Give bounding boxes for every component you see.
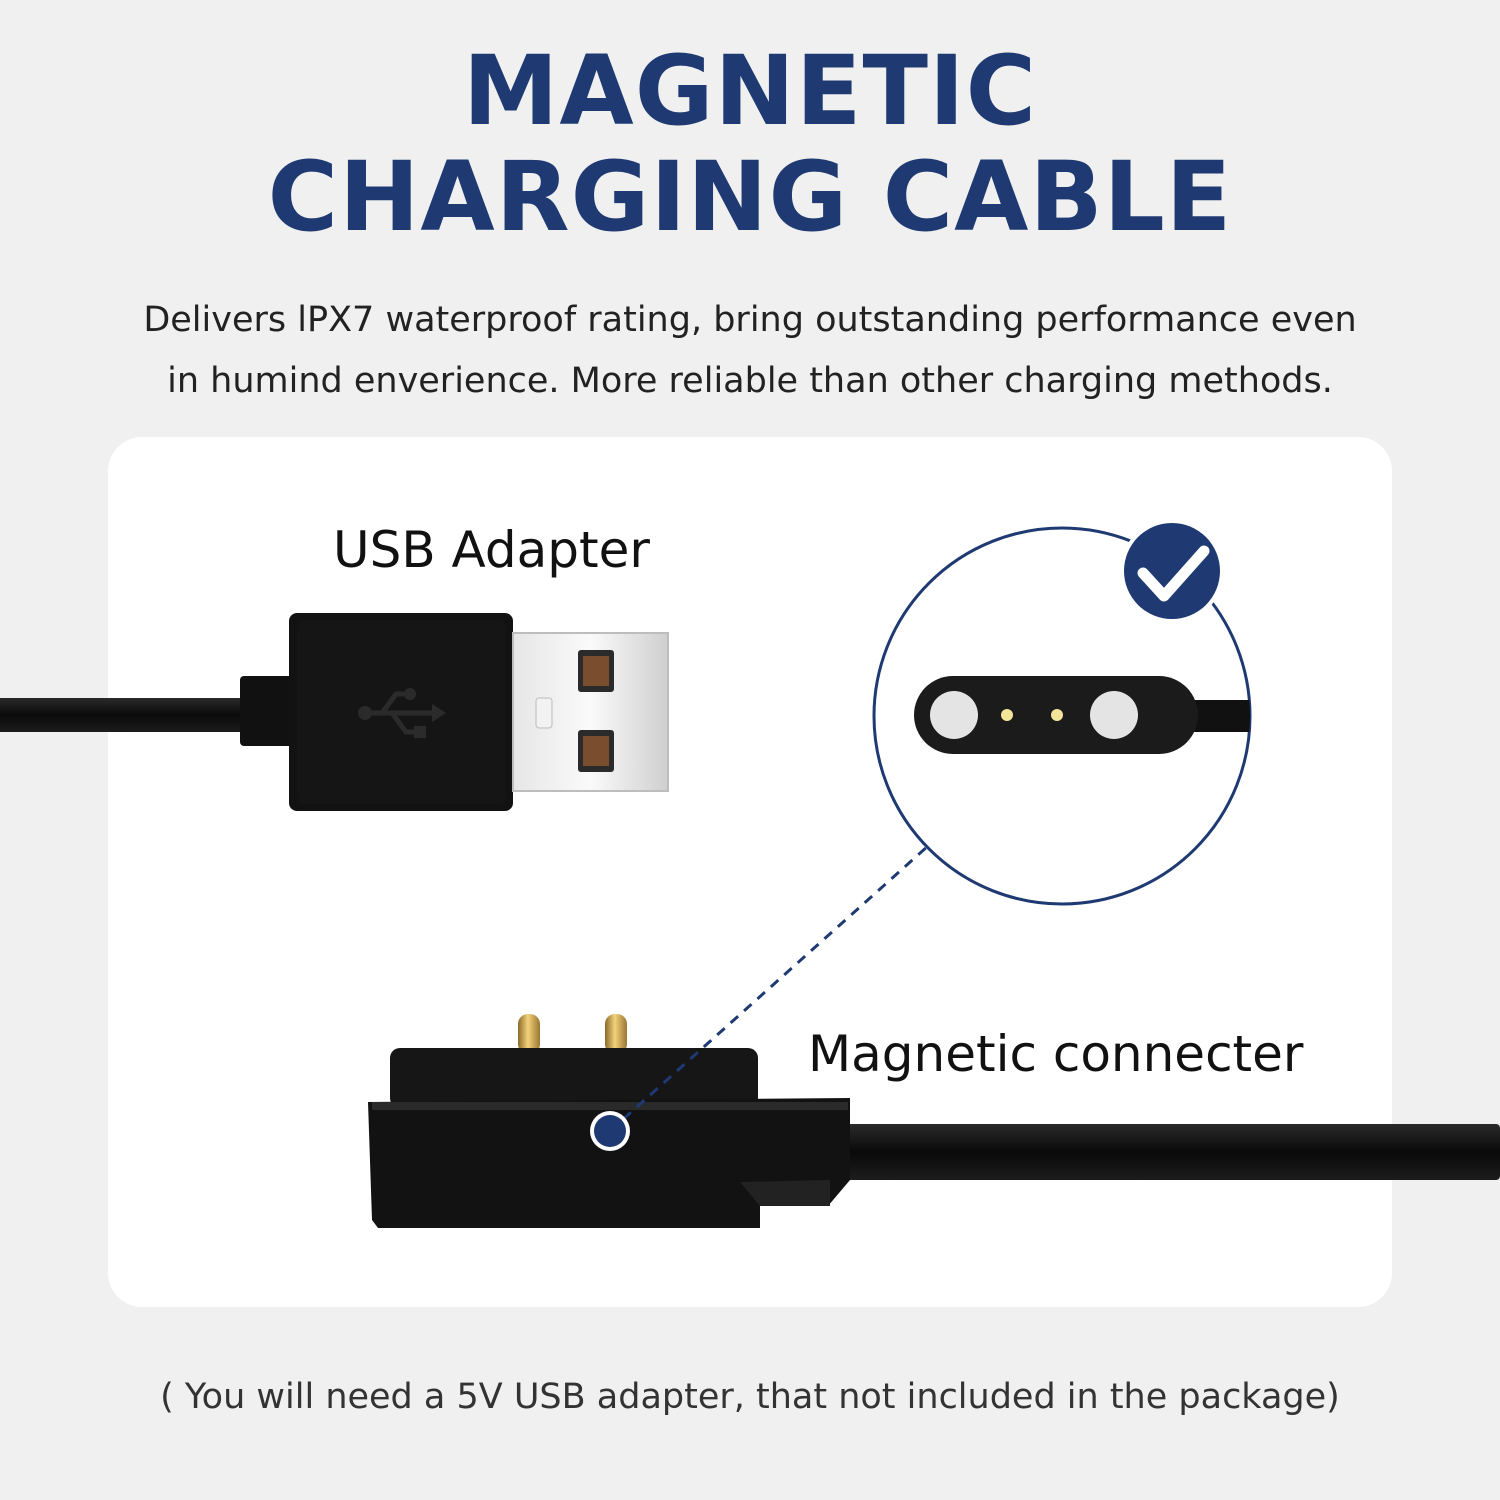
page-title: MAGNETIC CHARGING CABLE bbox=[0, 38, 1500, 250]
usb-adapter-label: USB Adapter bbox=[333, 521, 650, 579]
title-line-1: MAGNETIC bbox=[462, 35, 1038, 147]
package-note: ( You will need a 5V USB adapter, that n… bbox=[160, 1377, 1340, 1417]
callout-dot-icon bbox=[590, 1111, 630, 1151]
connector-zoom-view bbox=[872, 526, 1252, 906]
usb-cable bbox=[0, 676, 296, 746]
usb-trident-icon bbox=[358, 688, 446, 738]
usb-plug bbox=[289, 613, 669, 811]
magnetic-connecter-label: Magnetic connecter bbox=[808, 1025, 1304, 1083]
title-line-2: CHARGING CABLE bbox=[267, 141, 1233, 253]
product-description: Delivers lPX7 waterproof rating, bring o… bbox=[80, 290, 1420, 412]
magnetic-cable bbox=[830, 1124, 1500, 1180]
magnetic-connector bbox=[368, 1014, 850, 1228]
checkmark-badge-icon bbox=[1120, 519, 1224, 623]
callout-line bbox=[608, 844, 930, 1133]
description-line-2: in humind enverience. More reliable than… bbox=[167, 361, 1333, 401]
description-line-1: Delivers lPX7 waterproof rating, bring o… bbox=[143, 300, 1357, 340]
